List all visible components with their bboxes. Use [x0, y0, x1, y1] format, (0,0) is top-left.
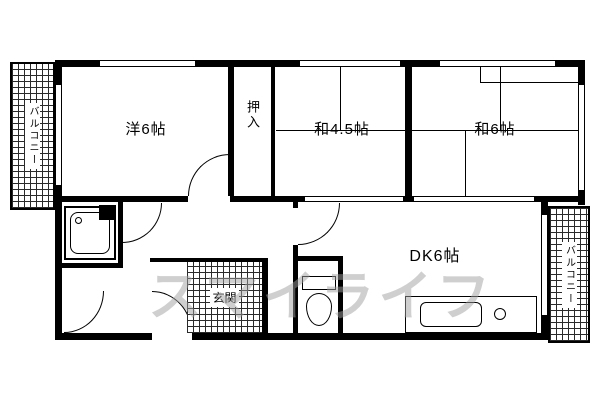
window-top-western: [100, 60, 195, 67]
wall-middle-3: [534, 196, 585, 202]
window-sill-line: [480, 82, 578, 83]
wall-genkan-right: [262, 258, 268, 333]
window-sill-line: [480, 67, 481, 82]
wall-middle-2: [230, 196, 305, 202]
window-left-balcony: [55, 85, 62, 185]
toilet-tank-icon: [302, 276, 336, 290]
dk-room-label: DK6帖: [409, 248, 461, 265]
sliding-door-tatami6: [414, 196, 534, 202]
wall-closet-left: [228, 60, 234, 196]
wall-closet-right: [271, 60, 275, 196]
tatami45-room-label: 和4.5帖: [314, 121, 370, 138]
entrance-label: 玄関: [210, 288, 239, 307]
door-arc-dk: [298, 203, 340, 245]
wall-hall-dk-upper: [293, 196, 298, 208]
closet-label: 押入: [245, 100, 260, 130]
tatami-line: [276, 130, 405, 131]
window-top-tatami45: [300, 60, 400, 67]
water-heater-icon: [99, 205, 116, 220]
agency-watermark: スマイライフ: [148, 267, 495, 327]
wall-bath-right: [118, 198, 123, 268]
western-room-label: 洋6帖: [125, 121, 167, 138]
door-arc-washroom: [64, 291, 104, 333]
tatami-line: [340, 67, 341, 130]
faucet-icon: [494, 308, 506, 320]
wall-tatami-divider: [405, 60, 412, 196]
entrance-floor: 玄関: [187, 262, 262, 333]
wall-bath-bottom: [55, 263, 123, 268]
wall-middle-pillar: [403, 196, 414, 202]
sliding-door-tatami45: [305, 196, 403, 202]
wall-hall-dk-lower: [293, 245, 298, 333]
door-arc-western-room: [188, 154, 230, 196]
balcony-left-label: バルコニー: [25, 103, 40, 169]
balcony-right-label: バルコニー: [561, 241, 577, 308]
wall-toilet-right: [338, 256, 343, 333]
tatami6-room-label: 和6帖: [474, 121, 516, 138]
window-top-tatami6: [440, 60, 555, 67]
kitchen-sink-icon: [420, 302, 482, 327]
tatami-line: [500, 67, 501, 130]
balcony-right: バルコニー: [548, 206, 590, 343]
wall-toilet-top: [298, 256, 343, 261]
balcony-left: バルコニー: [10, 62, 55, 210]
wall-bottom-left: [55, 333, 152, 340]
toilet-bowl-icon: [306, 293, 332, 326]
window-right-tatami6: [578, 85, 585, 190]
wall-genkan-top: [150, 258, 268, 262]
tatami-line: [465, 131, 466, 196]
bathtub-drain-icon: [75, 217, 82, 224]
tatami-line: [412, 130, 578, 131]
wall-bottom-right: [192, 333, 550, 340]
window-dk-balcony: [541, 215, 548, 315]
door-arc-bathroom: [122, 203, 162, 243]
